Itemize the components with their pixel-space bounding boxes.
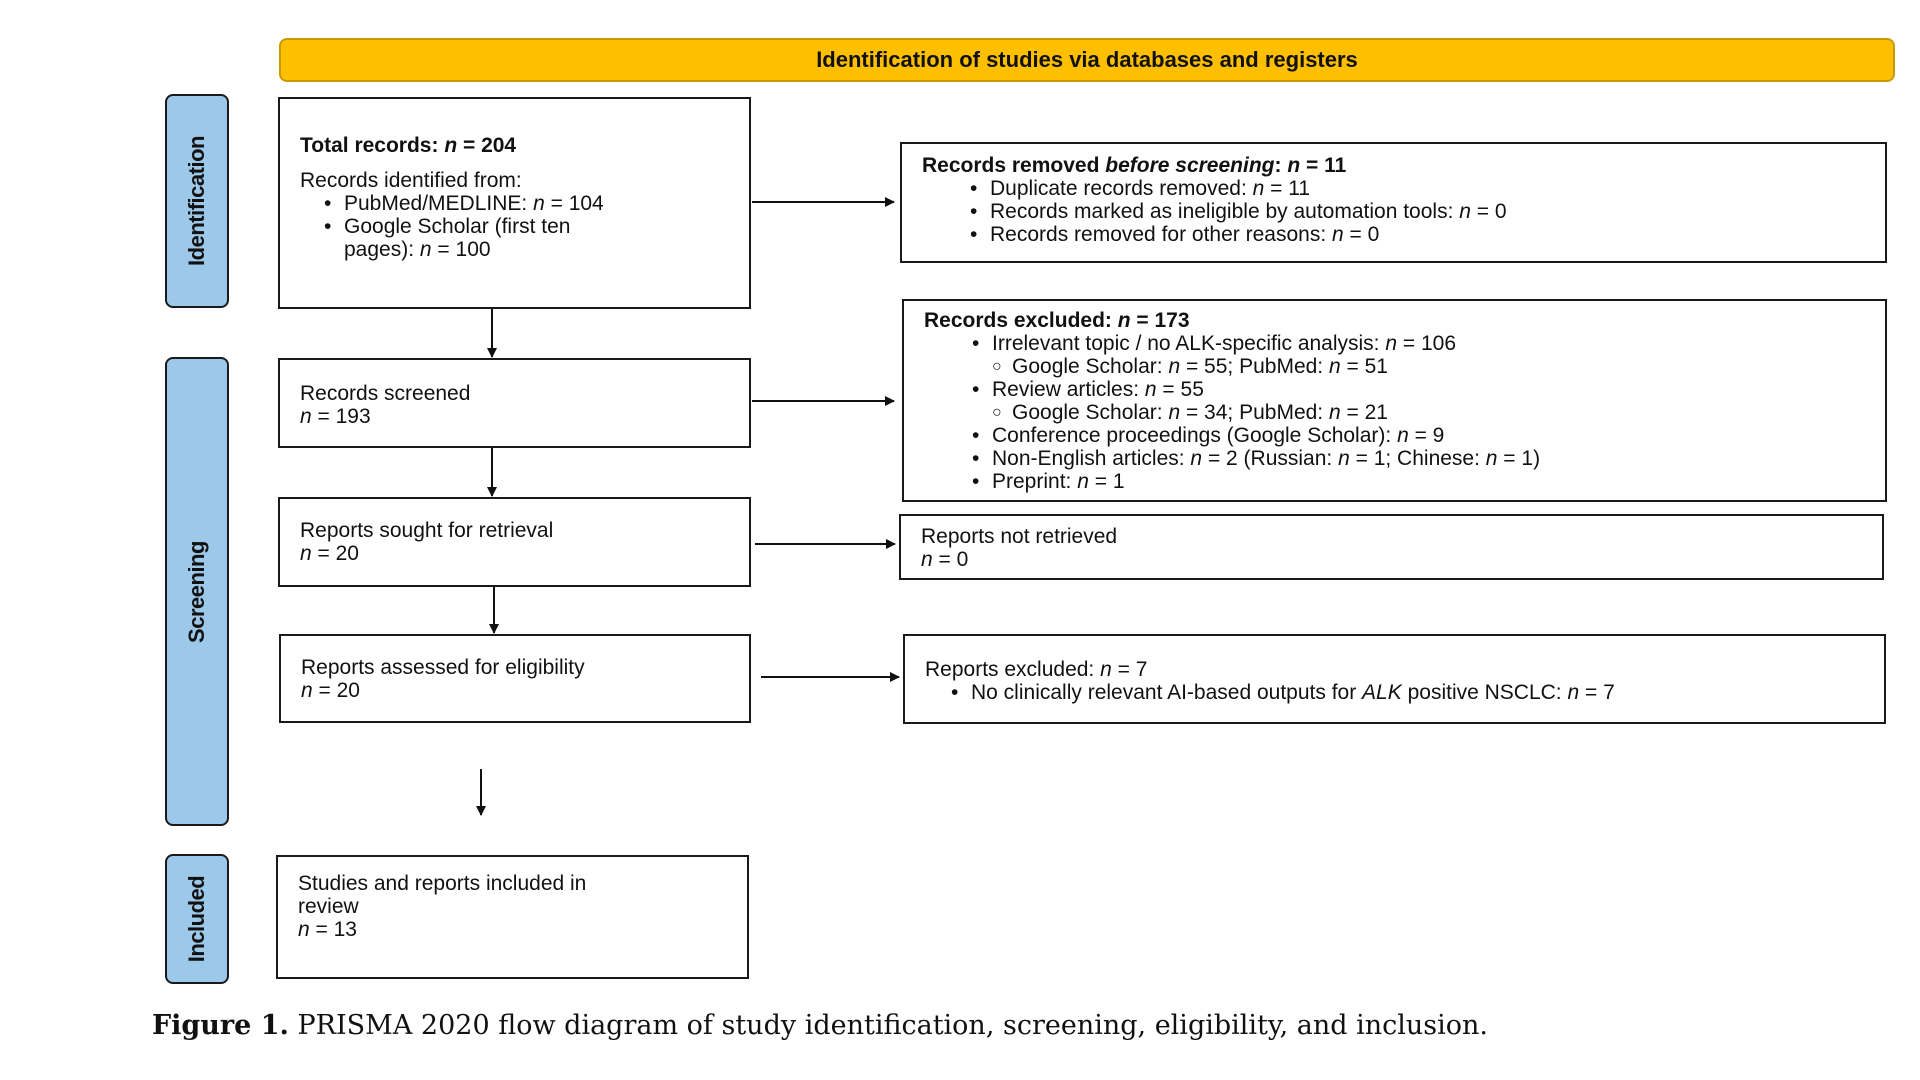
total-records-box: Total records: n = 204 Records identifie… (278, 97, 751, 309)
records-screened-label: Records screened (300, 382, 471, 405)
reports-excluded-title: Reports excluded: n = 7 (925, 658, 1148, 681)
figure-caption-label: Figure 1. (152, 1010, 289, 1041)
records-excluded-box: Records excluded: n = 173 Irrelevant top… (902, 299, 1887, 502)
stage-screening-label: Screening (184, 540, 209, 643)
header-banner: Identification of studies via databases … (279, 38, 1895, 82)
reports-assessed-count: n = 20 (301, 679, 360, 702)
included-label-line2: review (298, 895, 359, 918)
excluded-irrelevant: Irrelevant topic / no ALK-specific analy… (972, 332, 1865, 378)
included-count: n = 13 (298, 918, 357, 941)
reports-not-retrieved-label: Reports not retrieved (921, 525, 1118, 548)
records-excluded-title: Records excluded: n = 173 (924, 309, 1190, 332)
excluded-reviews: Review articles: n = 55 Google Scholar: … (972, 378, 1865, 424)
identified-from-label: Records identified from: (300, 169, 522, 192)
reports-not-retrieved-count: n = 0 (921, 548, 969, 571)
reports-excluded-box: Reports excluded: n = 7 No clinically re… (903, 634, 1886, 724)
stage-identification: Identification (165, 94, 229, 308)
stage-screening: Screening (165, 357, 229, 826)
figure-caption-text: PRISMA 2020 flow diagram of study identi… (288, 1010, 1488, 1041)
records-removed-box: Records removed before screening: n = 11… (900, 142, 1887, 263)
stage-included: Included (165, 854, 229, 984)
excluded-non-english: Non-English articles: n = 2 (Russian: n … (972, 447, 1865, 470)
reports-sought-label: Reports sought for retrieval (300, 519, 554, 542)
included-box: Studies and reports included in review n… (276, 855, 749, 979)
reports-sought-box: Reports sought for retrieval n = 20 (278, 497, 751, 587)
reports-assessed-box: Reports assessed for eligibility n = 20 (279, 634, 751, 723)
irrelevant-breakdown: Google Scholar: n = 55; PubMed: n = 51 (992, 355, 1865, 378)
removed-item: Duplicate records removed: n = 11 (970, 177, 1865, 200)
removed-item: Records removed for other reasons: n = 0 (970, 223, 1865, 246)
excluded-preprint: Preprint: n = 1 (972, 470, 1865, 493)
removed-list: Duplicate records removed: n = 11 Record… (922, 177, 1865, 246)
reports-excluded-list: No clinically relevant AI-based outputs … (925, 681, 1864, 704)
records-removed-title: Records removed before screening: n = 11 (922, 154, 1347, 177)
reviews-breakdown: Google Scholar: n = 34; PubMed: n = 21 (992, 401, 1865, 424)
stage-identification-label: Identification (184, 136, 210, 266)
excluded-list: Irrelevant topic / no ALK-specific analy… (924, 332, 1865, 493)
source-pubmed: PubMed/MEDLINE: n = 104 (324, 192, 729, 215)
total-records-title: Total records: n = 204 (300, 134, 517, 157)
removed-item: Records marked as ineligible by automati… (970, 200, 1865, 223)
irrelevant-sublist: Google Scholar: n = 55; PubMed: n = 51 (992, 355, 1865, 378)
reports-assessed-label: Reports assessed for eligibility (301, 656, 585, 679)
included-label-line1: Studies and reports included in (298, 872, 587, 895)
reports-sought-count: n = 20 (300, 542, 359, 565)
reviews-sublist: Google Scholar: n = 34; PubMed: n = 21 (992, 401, 1865, 424)
source-list: PubMed/MEDLINE: n = 104 Google Scholar (… (300, 192, 729, 261)
excluded-conference: Conference proceedings (Google Scholar):… (972, 424, 1865, 447)
records-screened-box: Records screened n = 193 (278, 358, 751, 448)
records-screened-count: n = 193 (300, 405, 371, 428)
figure-caption: Figure 1. PRISMA 2020 flow diagram of st… (152, 1010, 1912, 1041)
reports-not-retrieved-box: Reports not retrieved n = 0 (899, 514, 1884, 580)
stage-included-label: Included (184, 875, 210, 963)
reports-excluded-item: No clinically relevant AI-based outputs … (951, 681, 1864, 704)
